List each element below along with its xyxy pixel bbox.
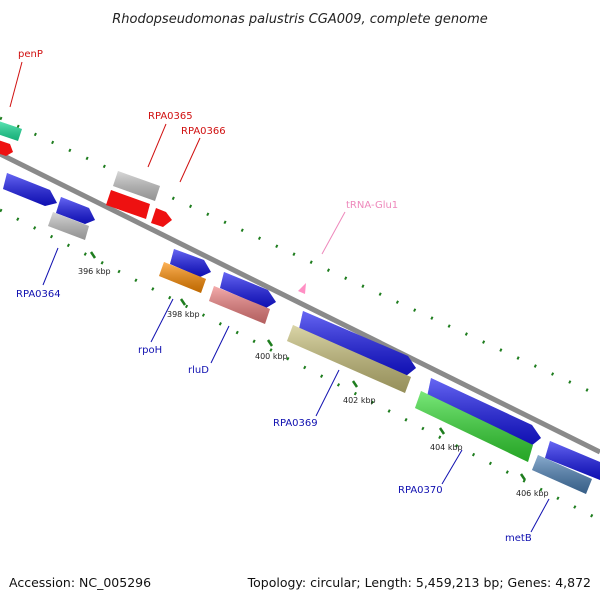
tick-406 bbox=[519, 473, 527, 481]
gene-blue-4[interactable] bbox=[220, 272, 276, 308]
leader-RPA0364 bbox=[42, 247, 59, 286]
label-RPA0364: RPA0364 bbox=[16, 289, 61, 300]
tick-404 bbox=[438, 427, 446, 435]
leader-tRNA-Glu1 bbox=[321, 211, 346, 255]
tick-label-402: 402 kbp bbox=[343, 396, 376, 405]
tick-402 bbox=[351, 380, 359, 388]
map-title: Rhodopseudomonas palustris CGA009, compl… bbox=[112, 12, 488, 27]
gene-metB[interactable] bbox=[532, 455, 592, 494]
leader-rpoH bbox=[150, 298, 174, 343]
leader-RPA0365 bbox=[147, 123, 167, 168]
gene-penP[interactable] bbox=[0, 118, 22, 141]
tick-label-400: 400 kbp bbox=[255, 352, 288, 361]
gene-RPA0364[interactable] bbox=[48, 212, 89, 240]
gene-blue-5[interactable] bbox=[299, 311, 416, 376]
label-metB: metB bbox=[505, 533, 532, 544]
gene-blue-1[interactable] bbox=[3, 173, 57, 206]
tick-label-398: 398 kbp bbox=[167, 310, 200, 319]
leader-penP bbox=[9, 61, 23, 108]
label-RPA0370: RPA0370 bbox=[398, 485, 443, 496]
gene-blue-3[interactable] bbox=[170, 249, 211, 277]
genome-summary-text: Topology: circular; Length: 5,459,213 bp… bbox=[247, 575, 591, 590]
gene-RPA0365-red[interactable] bbox=[106, 190, 150, 219]
leader-lines bbox=[9, 61, 550, 533]
label-RPA0365: RPA0365 bbox=[148, 111, 193, 122]
major-ticks bbox=[89, 251, 527, 481]
label-RPA0366: RPA0366 bbox=[181, 126, 226, 137]
label-RPA0369: RPA0369 bbox=[273, 418, 318, 429]
label-penP: penP bbox=[18, 49, 43, 60]
leader-metB bbox=[530, 498, 550, 533]
label-rluD: rluD bbox=[188, 365, 209, 376]
gene-rluD[interactable] bbox=[209, 286, 270, 324]
leader-RPA0369 bbox=[315, 369, 340, 417]
tick-396 bbox=[89, 251, 97, 259]
gene-RPA0370[interactable] bbox=[415, 391, 533, 462]
tick-398 bbox=[179, 298, 187, 306]
gene-red-left[interactable] bbox=[0, 138, 13, 156]
tick-400 bbox=[266, 339, 274, 347]
gene-tRNA-Glu1[interactable] bbox=[298, 283, 306, 294]
label-rpoH: rpoH bbox=[138, 345, 162, 356]
outer-scale-ring bbox=[0, 116, 600, 398]
leader-RPA0370 bbox=[441, 449, 463, 485]
gene-blue-2[interactable] bbox=[56, 197, 95, 224]
gene-RPA0369[interactable] bbox=[287, 325, 411, 393]
accession-text: Accession: NC_005296 bbox=[9, 575, 151, 590]
genome-backbone bbox=[0, 151, 600, 455]
inner-scale-ring bbox=[0, 208, 600, 522]
gene-RPA0366[interactable] bbox=[151, 208, 172, 227]
label-tRNA-Glu1: tRNA-Glu1 bbox=[346, 200, 398, 211]
gene-blue-7[interactable] bbox=[545, 441, 600, 480]
gene-blue-6[interactable] bbox=[427, 378, 541, 446]
tick-label-396: 396 kbp bbox=[78, 267, 111, 276]
tick-label-404: 404 kbp bbox=[430, 443, 463, 452]
gene-rpoH[interactable] bbox=[159, 262, 206, 293]
gene-RPA0365[interactable] bbox=[113, 171, 160, 201]
tick-label-406: 406 kbp bbox=[516, 489, 549, 498]
leader-RPA0366 bbox=[179, 137, 201, 183]
leader-rluD bbox=[210, 325, 230, 364]
